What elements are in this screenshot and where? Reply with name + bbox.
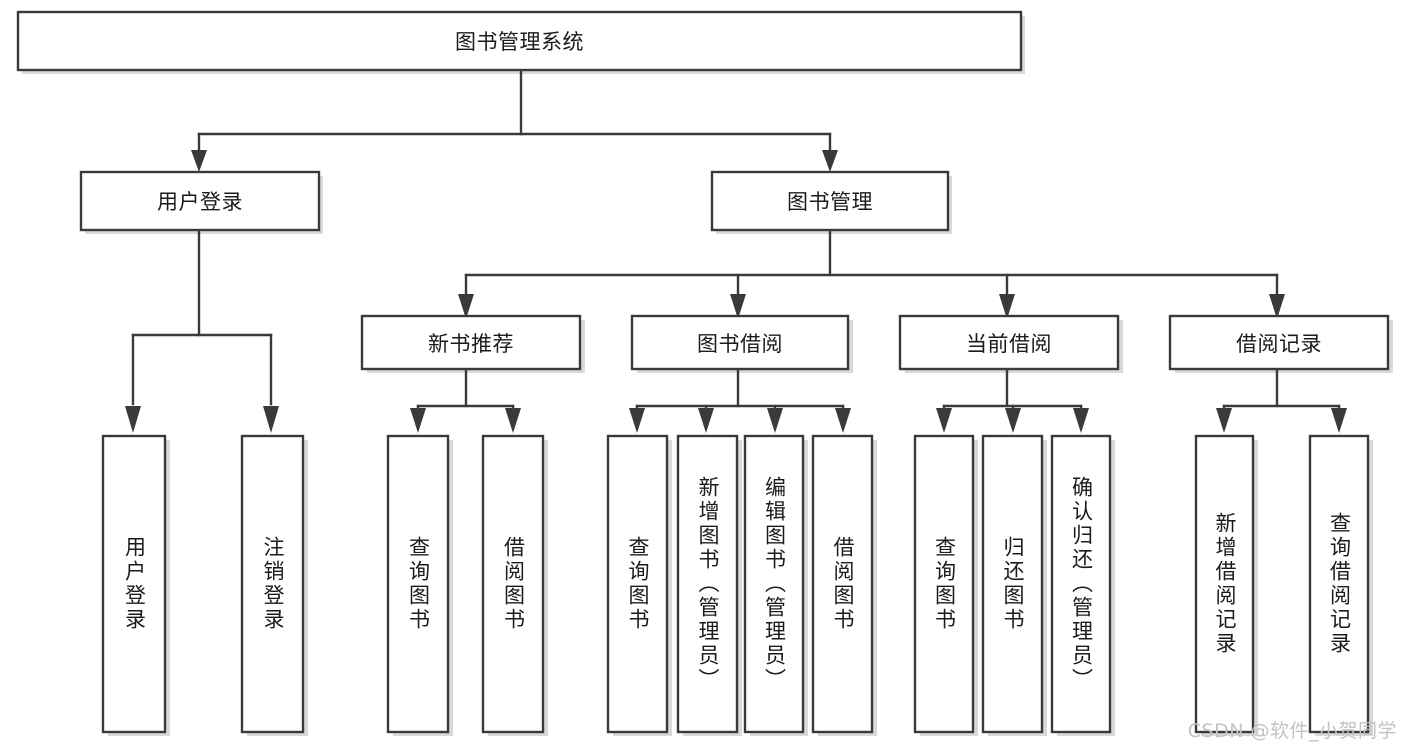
arrow-leaf-edit-book-admin — [767, 408, 783, 433]
arrow-borrow-record — [1269, 294, 1285, 319]
node-box-root[interactable] — [16, 10, 1023, 72]
node-box-leaf-return-book[interactable] — [981, 434, 1044, 734]
arrow-leaf-query-book-1 — [410, 408, 426, 433]
csdn-watermark: CSDN @软件_小贺同学 — [1187, 720, 1397, 742]
arrow-leaf-query-borrow-record — [1331, 408, 1347, 433]
node-box-leaf-query-book-1[interactable] — [386, 434, 450, 734]
arrow-leaf-user-login — [125, 406, 141, 433]
arrow-leaf-add-book-admin — [698, 408, 714, 433]
node-boxes — [16, 10, 1390, 734]
node-box-new-book-recommend[interactable] — [360, 314, 582, 371]
arrow-leaf-confirm-return-admin — [1073, 408, 1089, 433]
node-box-leaf-add-book-admin[interactable] — [676, 434, 739, 734]
arrow-leaf-borrow-book-2 — [835, 408, 851, 433]
node-box-leaf-edit-book-admin[interactable] — [743, 434, 805, 734]
node-box-leaf-borrow-book-1[interactable] — [481, 434, 545, 734]
arrow-leaf-query-book-3 — [936, 408, 952, 433]
node-box-leaf-borrow-book-2[interactable] — [811, 434, 874, 734]
node-box-borrow-record[interactable] — [1168, 314, 1390, 371]
arrow-book-borrow — [730, 294, 746, 319]
arrow-new-book-recommend — [458, 294, 474, 319]
node-box-leaf-query-borrow-record[interactable] — [1308, 434, 1370, 734]
connectors — [125, 68, 1347, 433]
node-box-book-manage[interactable] — [710, 170, 950, 232]
arrow-book-manage — [822, 150, 838, 172]
arrow-user-login — [191, 150, 207, 172]
arrow-leaf-logout-login — [263, 406, 279, 433]
arrow-leaf-return-book — [1005, 408, 1021, 433]
arrow-current-borrow — [999, 294, 1015, 319]
arrow-leaf-borrow-book-1 — [505, 408, 521, 433]
node-box-leaf-query-book-2[interactable] — [606, 434, 669, 734]
node-box-leaf-query-book-3[interactable] — [913, 434, 975, 734]
arrow-leaf-query-book-2 — [629, 408, 645, 433]
arrow-leaf-add-borrow-record — [1216, 408, 1232, 433]
node-box-leaf-add-borrow-record[interactable] — [1194, 434, 1255, 734]
node-box-leaf-confirm-return-admin[interactable] — [1050, 434, 1112, 734]
node-box-leaf-logout-login[interactable] — [240, 434, 305, 734]
node-box-current-borrow[interactable] — [898, 314, 1120, 371]
node-box-user-login[interactable] — [79, 170, 321, 232]
node-box-leaf-user-login[interactable] — [101, 434, 167, 734]
node-box-book-borrow[interactable] — [630, 314, 850, 371]
